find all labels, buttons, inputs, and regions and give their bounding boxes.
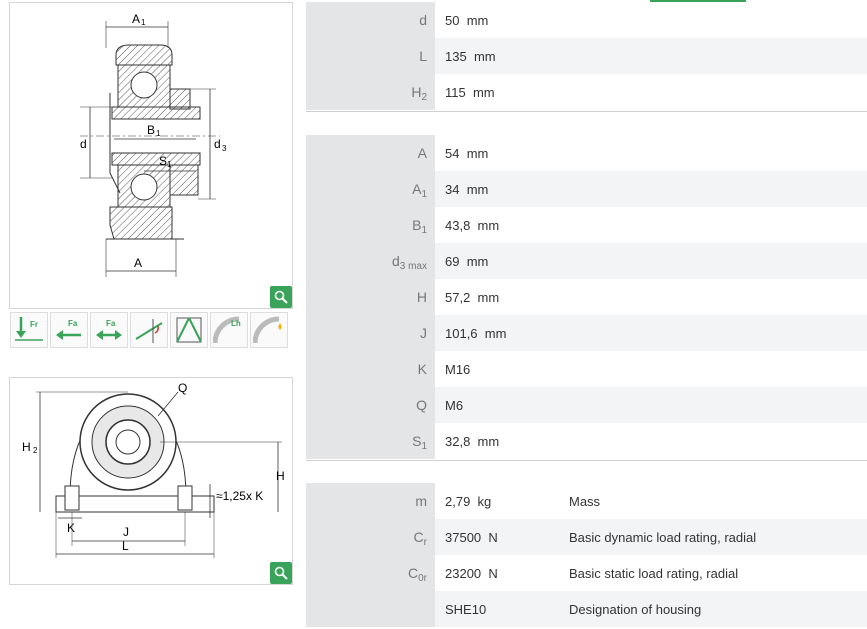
table-row: K M16 — [306, 351, 867, 387]
param-symbol: L — [306, 38, 435, 74]
param-symbol: H — [306, 279, 435, 315]
misalignment-icon[interactable] — [130, 312, 168, 348]
table-row: S1 32,8 mm — [306, 423, 867, 459]
label-h: H — [276, 469, 285, 483]
param-symbol: Q — [306, 387, 435, 423]
param-value: M6 — [435, 387, 867, 423]
radial-load-icon[interactable]: Fr — [10, 312, 48, 348]
param-description: Mass — [569, 493, 601, 509]
param-symbol: H2 — [306, 74, 435, 110]
param-description: Basic dynamic load rating, radial — [569, 519, 867, 555]
param-value: 37500 N — [435, 519, 569, 555]
label-h2-sub: 2 — [33, 446, 38, 455]
table-row: B1 43,8 mm — [306, 207, 867, 243]
label-a: A — [134, 256, 142, 270]
param-symbol: Cr — [306, 519, 435, 555]
param-value: 23200 N — [445, 565, 498, 581]
param-symbol: A — [306, 135, 435, 171]
rating-life-icon[interactable]: Lh — [210, 312, 248, 348]
param-symbol — [306, 591, 435, 627]
label-a1: A — [132, 12, 140, 26]
param-symbol: d3 max — [306, 243, 435, 279]
label-k-ratio: ≈1,25x K — [216, 489, 263, 503]
axial-load-both-icon[interactable]: Fa — [90, 312, 128, 348]
param-value: 50 mm — [445, 12, 489, 28]
table-row: H 57,2 mm — [306, 279, 867, 315]
table-row: Cr 37500 N Basic dynamic load rating, ra… — [306, 519, 867, 555]
divider — [306, 460, 867, 461]
svg-text:Fr: Fr — [30, 320, 38, 329]
label-l: L — [122, 539, 129, 553]
param-value: 32,8 mm — [445, 433, 500, 449]
param-symbol: A1 — [306, 171, 435, 207]
param-value: 54 mm — [445, 145, 489, 161]
angular-adjustment-icon[interactable] — [170, 312, 208, 348]
param-value: M16 — [445, 361, 471, 377]
param-description: Designation of housing — [569, 591, 867, 627]
label-h2: H — [22, 440, 31, 454]
active-tab-indicator — [650, 0, 746, 2]
main-dimensions-table: d 50 mm L 135 mm H2 115 mm — [306, 2, 867, 110]
table-row: d 50 mm — [306, 2, 867, 38]
param-value: 69 mm — [435, 243, 867, 279]
param-value: 2,79 kg — [445, 493, 492, 509]
load-ratings-table: m 2,79 kg Mass Cr 37500 N Basic dynamic … — [306, 483, 867, 627]
table-row: C0r 23200 N Basic static load rating, ra… — [306, 555, 867, 591]
table-row: m 2,79 kg Mass — [306, 483, 867, 519]
param-symbol: B1 — [306, 207, 435, 243]
magnifier-icon — [274, 290, 288, 304]
label-b1-sub: 1 — [156, 129, 161, 138]
label-a1-sub: 1 — [141, 18, 146, 27]
axial-load-left-icon[interactable]: Fa — [50, 312, 88, 348]
table-row: A 54 mm — [306, 135, 867, 171]
label-j: J — [123, 525, 129, 539]
label-s1: S — [159, 154, 167, 168]
param-value: 101,6 mm — [435, 315, 867, 351]
param-symbol: J — [306, 315, 435, 351]
label-d3-sub: 3 — [222, 144, 227, 153]
table-row: H2 115 mm — [306, 74, 867, 110]
temperature-icon[interactable] — [250, 312, 288, 348]
zoom-button[interactable] — [270, 562, 292, 584]
param-symbol: S1 — [306, 423, 435, 459]
param-value: 57,2 mm — [445, 289, 500, 305]
svg-text:Fa: Fa — [68, 319, 78, 328]
label-d3: d — [214, 137, 221, 151]
param-symbol: d — [306, 2, 435, 38]
param-value: 115 mm — [445, 84, 495, 100]
param-symbol: C0r — [306, 555, 435, 591]
param-value: 135 mm — [435, 38, 867, 74]
svg-text:Lh: Lh — [231, 319, 241, 328]
table-row: SHE10 Designation of housing — [306, 591, 867, 627]
bearing-section-drawing: A 1 B 1 S 1 d d 3 — [9, 2, 293, 309]
label-b1: B — [147, 123, 155, 137]
label-q: Q — [178, 381, 187, 395]
housing-front-drawing: Q H 2 H ≈1,25x K K J L — [9, 377, 293, 585]
param-value: 34 mm — [435, 171, 867, 207]
load-icon-row: Fr Fa Fa Lh — [10, 312, 288, 350]
label-k: K — [67, 521, 75, 535]
param-value: 43,8 mm — [445, 217, 500, 233]
svg-text:Fa: Fa — [106, 319, 116, 328]
param-symbol: m — [306, 483, 435, 519]
divider — [306, 111, 867, 112]
magnifier-icon — [274, 566, 288, 580]
table-row: L 135 mm — [306, 38, 867, 74]
label-d: d — [80, 137, 87, 151]
param-description: Basic static load rating, radial — [569, 565, 739, 581]
label-s1-sub: 1 — [167, 160, 172, 169]
param-value: SHE10 — [435, 591, 569, 627]
zoom-button[interactable] — [270, 286, 292, 308]
param-symbol: K — [306, 351, 435, 387]
